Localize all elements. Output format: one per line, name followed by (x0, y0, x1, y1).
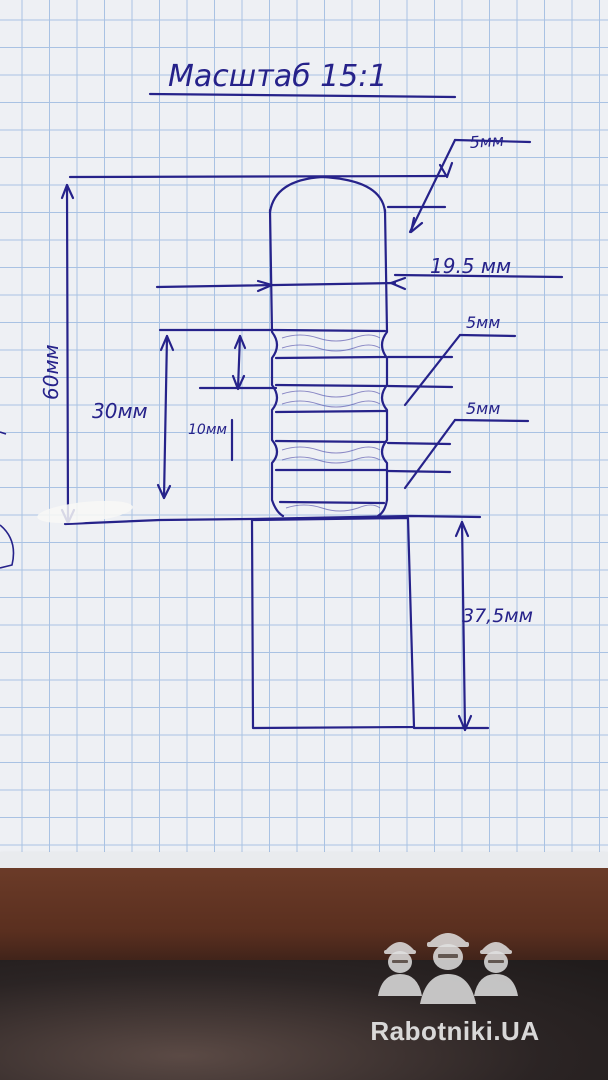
correction-smudge (37, 500, 133, 524)
part-outline-right (376, 208, 389, 518)
dim-60-arrow-top (60, 183, 75, 200)
edge-sketch-fragment (0, 431, 7, 435)
dim-label-groove-1: 5мм (466, 313, 500, 332)
dim-label-30: 30мм (92, 399, 148, 423)
dim-label-diameter: 19.5 мм (430, 254, 511, 278)
dim-dia-arrow-l (256, 279, 274, 293)
groove-band-line (274, 409, 388, 414)
dim-30-arrow-bot (156, 483, 172, 500)
dim-10-arrow-top (233, 334, 247, 350)
dim-label-5-top: 5мм (469, 131, 505, 152)
dim-37-arrow-bot (457, 714, 473, 732)
drawing-title: Масштаб 15:1 (168, 59, 387, 94)
dim-60-top-ext (68, 174, 447, 179)
groove-band-line (278, 500, 386, 505)
dim-5-arrow-b (409, 216, 424, 234)
groove-2-ext (386, 441, 452, 446)
dim-5-arrow-a (438, 161, 454, 179)
groove-band-line (274, 439, 388, 444)
groove-hatch (281, 390, 381, 398)
dim-5-leader (408, 138, 457, 234)
dim-30-arrow-top (159, 334, 175, 352)
dim-37-arrow-top (454, 520, 470, 538)
groove-2-ext-b (386, 469, 452, 474)
groove-band-line (274, 355, 388, 360)
groove-hatch (281, 344, 381, 352)
technical-drawing: Масштаб 15:1 5мм 19.5 мм 5мм 5мм 60мм 30… (0, 59, 564, 732)
groove-2-label-line (453, 418, 530, 423)
groove-1-leader (403, 333, 462, 407)
three-builders-hardhat-icon (378, 933, 518, 1004)
dim-37-line (460, 520, 467, 732)
groove-hatch (281, 334, 381, 342)
dim-label-37: 37,5мм (462, 605, 533, 627)
groove-band-line (274, 383, 388, 388)
groove-hatch (285, 504, 381, 512)
groove-hatch (281, 456, 381, 464)
dim-5-label-line (453, 138, 532, 144)
part-outline-left (268, 208, 285, 518)
title-underline (148, 92, 457, 99)
dim-dia-line (155, 281, 397, 289)
groove-1-label-line (458, 333, 517, 338)
groove-2-leader (403, 418, 457, 490)
dim-60-line (65, 183, 70, 524)
dim-10-line (236, 334, 242, 390)
groove-hatch (281, 446, 381, 454)
graph-paper (0, 0, 608, 856)
part-rounded-top (268, 175, 387, 214)
baseline (63, 514, 482, 526)
dim-label-groove-2: 5мм (466, 399, 500, 418)
watermark-text: Rabotniki.UA (370, 1016, 540, 1046)
base-block (250, 516, 416, 730)
dim-dia-label-line (393, 273, 564, 279)
groove-band-line (273, 328, 387, 333)
watermark: Rabotniki.UA (330, 928, 580, 1058)
dim-30-line (162, 334, 169, 500)
dim-label-60: 60мм (39, 344, 63, 400)
edge-sketch-fragment (0, 524, 15, 569)
groove-hatch (281, 400, 381, 408)
notebook-edge (0, 852, 608, 868)
dim-label-10: 10мм (188, 422, 227, 438)
dim-dia-arrow-r (389, 276, 407, 291)
